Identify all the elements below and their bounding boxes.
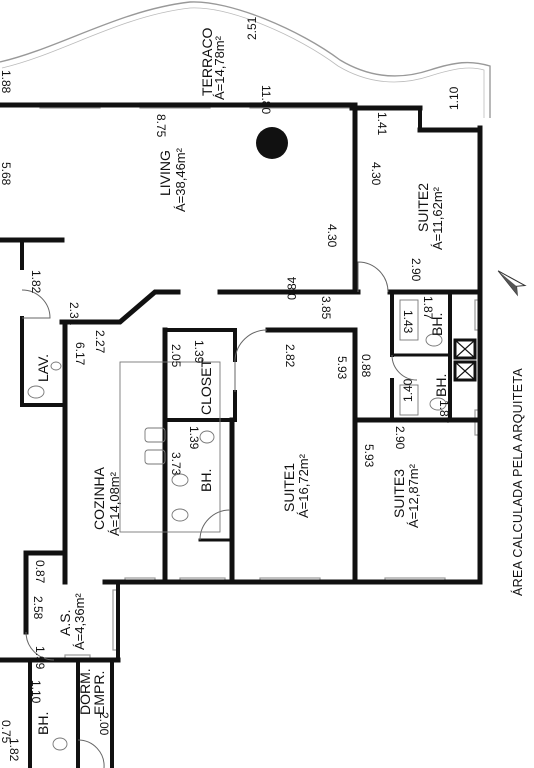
room-name-suite2: SUITE2 — [415, 183, 431, 232]
dim-200: 2.00 — [97, 712, 111, 736]
room-area-suite3: Á=12,87m² — [406, 463, 421, 528]
room-name-terraco: TERRACO — [199, 27, 215, 96]
dim-143: 1.43 — [401, 310, 415, 334]
dim-290a: 2.90 — [409, 258, 423, 282]
toilet-icon — [425, 333, 443, 347]
dim-187a: 1.87 — [421, 296, 435, 320]
dim-087: 0.87 — [33, 560, 47, 584]
room-area-cozinha: Á=14,08m² — [107, 471, 122, 536]
dimension-labels: 2.51 11.80 1.10 1.41 8.75 5.68 1.88 4.30… — [0, 16, 461, 761]
room-name-cozinha: COZINHA — [91, 466, 107, 530]
dim-593a: 5.93 — [335, 356, 349, 380]
dim-088: 0.88 — [359, 354, 373, 378]
terrace-railing-inner — [1, 7, 485, 118]
room-name-suite1: SUITE1 — [281, 463, 297, 512]
dim-290b: 2.90 — [393, 426, 407, 450]
room-area-as: Á=4,36m² — [72, 593, 87, 650]
sink-icon — [144, 427, 166, 443]
door-swing-icon — [391, 354, 418, 381]
dim-139a: 1.39 — [192, 340, 206, 364]
door-swings — [21, 261, 418, 768]
column-icon — [256, 127, 288, 159]
shower-icon — [399, 299, 419, 341]
door-swing-icon — [199, 509, 231, 541]
dim-199: 1.99 — [33, 646, 47, 670]
room-area-living: Á=38,46m² — [173, 147, 188, 212]
door-swing-icon — [25, 631, 55, 661]
room-labels: TERRACO Á=14,78m² LIVING Á=38,46m² SUITE… — [35, 27, 449, 735]
area-note: ÁREA CALCULADA PELA ARQUITETA — [510, 368, 525, 596]
dim-430a: 4.30 — [369, 162, 383, 186]
room-name-bh-suite2: BH. — [429, 313, 445, 336]
sink-icon — [171, 508, 189, 522]
dim-251: 2.51 — [245, 16, 259, 40]
dim-593b: 5.93 — [362, 444, 376, 468]
room-name-bh-empr: BH. — [35, 712, 51, 735]
dim-139b: 1.39 — [187, 426, 201, 450]
room-name-living: LIVING — [157, 150, 173, 196]
room-name-empr: EMPR. — [91, 671, 107, 715]
toilet-icon — [52, 737, 68, 751]
toilet-icon — [27, 385, 45, 399]
dim-385: 3.85 — [319, 296, 333, 320]
door-swing-icon — [234, 329, 268, 361]
dim-075: 0.75 — [0, 720, 13, 744]
terrace-outline — [0, 1, 491, 118]
dim-373: 3.73 — [169, 452, 183, 476]
door-swing-icon — [357, 261, 389, 293]
dim-110: 1.10 — [447, 86, 461, 110]
room-name-lav: LAV. — [35, 354, 51, 382]
dim-110b: 1.10 — [29, 680, 43, 704]
room-area-terraco: Á=14,78m² — [212, 35, 227, 100]
room-name-bh-suite3: BH. — [433, 374, 449, 397]
sink-icon — [199, 430, 215, 444]
toilet-icon — [50, 361, 62, 371]
room-name-as: A.S. — [57, 610, 73, 636]
dim-140: 1.40 — [401, 378, 415, 402]
walls — [0, 102, 483, 768]
dim-875: 8.75 — [154, 114, 168, 138]
toilet-icon — [429, 397, 447, 411]
dim-617: 6.17 — [73, 342, 87, 366]
dim-430b: 4.30 — [325, 224, 339, 248]
fixtures — [27, 299, 447, 751]
sink-icon — [171, 473, 189, 487]
dim-141: 1.41 — [375, 112, 389, 136]
dim-258: 2.58 — [31, 596, 45, 620]
door-swing-icon — [21, 289, 51, 319]
dim-182b: 1.82 — [7, 738, 21, 762]
dim-231: 2.31 — [67, 302, 81, 326]
dim-1180: 11.80 — [259, 85, 273, 114]
door-swing-icon — [77, 739, 105, 768]
room-name-bh-main: BH. — [198, 469, 214, 492]
dim-205: 2.05 — [169, 344, 183, 368]
room-area-suite2: Á=11,62m² — [430, 186, 445, 250]
north-arrow-icon — [497, 270, 527, 297]
dim-187b: 1.87 — [437, 400, 451, 424]
dim-188: 1.88 — [0, 70, 13, 94]
dim-227: 2.27 — [93, 330, 107, 354]
room-name-dorm: DORM. — [77, 668, 93, 715]
dim-182a: 1.82 — [29, 270, 43, 294]
room-name-suite3: SUITE3 — [391, 469, 407, 518]
dim-282: 2.82 — [283, 344, 297, 368]
sink-icon — [144, 449, 166, 465]
room-area-suite1: Á=16,72m² — [296, 453, 311, 518]
dim-084: 0.84 — [285, 276, 299, 300]
dim-568: 5.68 — [0, 162, 13, 186]
shower-icon — [399, 384, 419, 416]
room-name-closet: CLOSET — [198, 359, 214, 415]
